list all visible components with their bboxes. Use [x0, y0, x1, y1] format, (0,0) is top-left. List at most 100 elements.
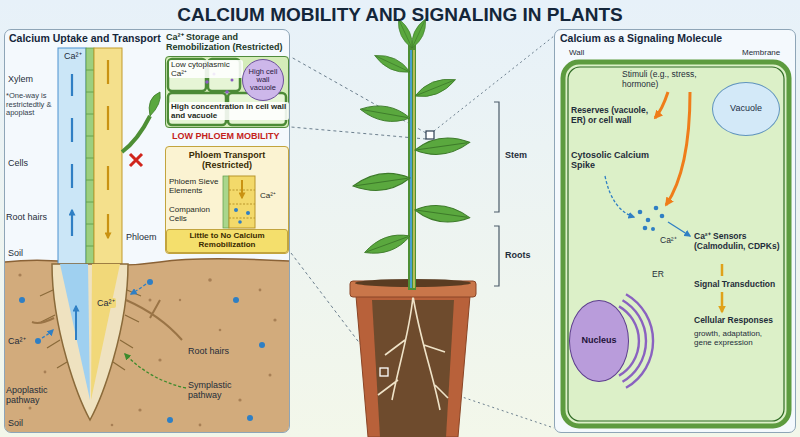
label-text: Xylem — [8, 74, 33, 84]
root-illustration — [75, 306, 77, 340]
left-panel-art — [219, 329, 222, 332]
cell-illustration — [605, 176, 634, 217]
bracket — [494, 226, 499, 286]
label-text: Root hairs — [188, 346, 229, 356]
panel: Calcium Uptake and TransportCa²⁺ Storage… — [4, 29, 290, 433]
pot — [380, 368, 388, 376]
node-text: Companion Cells — [169, 205, 221, 223]
pot — [372, 300, 454, 437]
label-text: Soil — [8, 248, 23, 258]
vacuole-circle: High cell wall vacuole — [242, 59, 284, 101]
label-text: Stem — [505, 150, 527, 160]
root-illustration — [259, 342, 265, 348]
label-text: Soil — [8, 418, 23, 428]
left-panel-art — [5, 259, 289, 266]
leaves — [356, 178, 408, 185]
vascular-tubes — [149, 92, 160, 116]
left-panel-art — [149, 299, 152, 302]
storage-cells — [165, 56, 289, 128]
leaves — [413, 74, 458, 102]
root-illustration — [167, 417, 173, 423]
vascular-tubes — [58, 48, 160, 264]
plant-stem — [408, 44, 416, 290]
label-text: Cellular Responses — [694, 316, 782, 326]
phloem-inset-art — [223, 176, 229, 228]
cell-illustration — [643, 226, 648, 231]
label-text: *One-way is restrictedtly & apoplast — [6, 92, 54, 118]
left-panel-art — [5, 30, 290, 433]
node-text: High cell wall vacuole — [246, 68, 280, 93]
leaves — [367, 237, 408, 252]
cell-illustration — [668, 222, 690, 236]
label-text: Cells — [8, 158, 28, 168]
vascular-tubes — [94, 48, 122, 264]
root-illustration — [52, 264, 128, 420]
phloem-inset-art — [234, 208, 238, 212]
left-panel-art — [269, 374, 272, 377]
left-panel-art — [5, 259, 289, 432]
left-panel-art — [259, 289, 262, 292]
leaves — [362, 230, 412, 259]
leaves — [376, 56, 408, 71]
label-text: Stimuli (e.g., stress, hormone) — [622, 70, 710, 90]
leaves — [413, 74, 458, 102]
root-illustration — [19, 279, 265, 423]
phloem-inset-art — [238, 220, 242, 224]
cell-illustration — [638, 206, 665, 231]
root-illustration — [42, 330, 53, 338]
leaves — [414, 202, 471, 225]
left-panel-art — [238, 398, 241, 401]
label-text: Reserves (vacuole, ER) or cell wall — [571, 106, 651, 126]
label-text: ER — [652, 270, 664, 280]
vascular-tubes — [86, 48, 94, 264]
label-text: Signal Transduction — [694, 280, 782, 290]
storage-cells — [165, 56, 289, 128]
node-text: Ca²⁺ — [260, 191, 276, 200]
node-text: High concentration in cell wall and vacu… — [169, 102, 289, 120]
leaves — [372, 50, 412, 77]
leaves — [414, 135, 471, 158]
root-illustration — [247, 415, 253, 421]
cell-illustration — [660, 214, 665, 219]
leaves — [417, 143, 467, 150]
label-text: Ca²⁺ — [96, 298, 116, 308]
root-illustration — [60, 264, 90, 400]
node-text: Vacuole — [730, 104, 762, 114]
plant-stem — [411, 44, 414, 290]
node-text: Calcium as a Signaling Molecule — [560, 32, 722, 44]
node-text: Phloem Sieve Elements — [169, 177, 221, 195]
leaves — [414, 202, 471, 225]
cell-illustration — [666, 92, 690, 205]
panel: Calcium as a Signaling MoleculeVacuoleNu… — [554, 29, 796, 433]
phloem-inset-art — [241, 180, 243, 198]
diagram-title: CALCIUM MOBILITY AND SIGNALING IN PLANTS — [0, 4, 800, 26]
root-illustration — [19, 297, 25, 303]
label-text: Phloem — [126, 232, 157, 242]
left-panel-art — [29, 407, 32, 410]
plant-stem — [413, 50, 414, 288]
vacuole-ellipse: Vacuole — [712, 82, 780, 136]
vascular-tubes — [122, 116, 150, 152]
node-text: Low cytoplasmic Ca²⁺ — [169, 60, 243, 78]
label-text: Roots — [505, 250, 531, 260]
label-text: Cytosolic Calcium Spike — [571, 150, 655, 171]
leaves — [352, 170, 411, 194]
root-illustration — [131, 284, 146, 294]
label-text: Apoplastic pathway — [6, 385, 58, 406]
bracket — [494, 102, 499, 212]
vascular-tubes — [71, 74, 73, 236]
vascular-tubes — [86, 70, 94, 246]
phloem-inset-art — [165, 146, 289, 254]
left-panel-art — [179, 299, 181, 301]
node-text: Nucleus — [581, 336, 616, 346]
inset-box: Phloem Transport (Restricted)Phloem Siev… — [165, 146, 289, 254]
phloem-inset-art — [234, 208, 250, 224]
label-text: Root hairs — [6, 212, 47, 222]
root-illustration — [125, 354, 186, 388]
storage-cells — [231, 79, 234, 82]
leaves — [352, 170, 411, 194]
left-panel-art — [208, 278, 212, 282]
